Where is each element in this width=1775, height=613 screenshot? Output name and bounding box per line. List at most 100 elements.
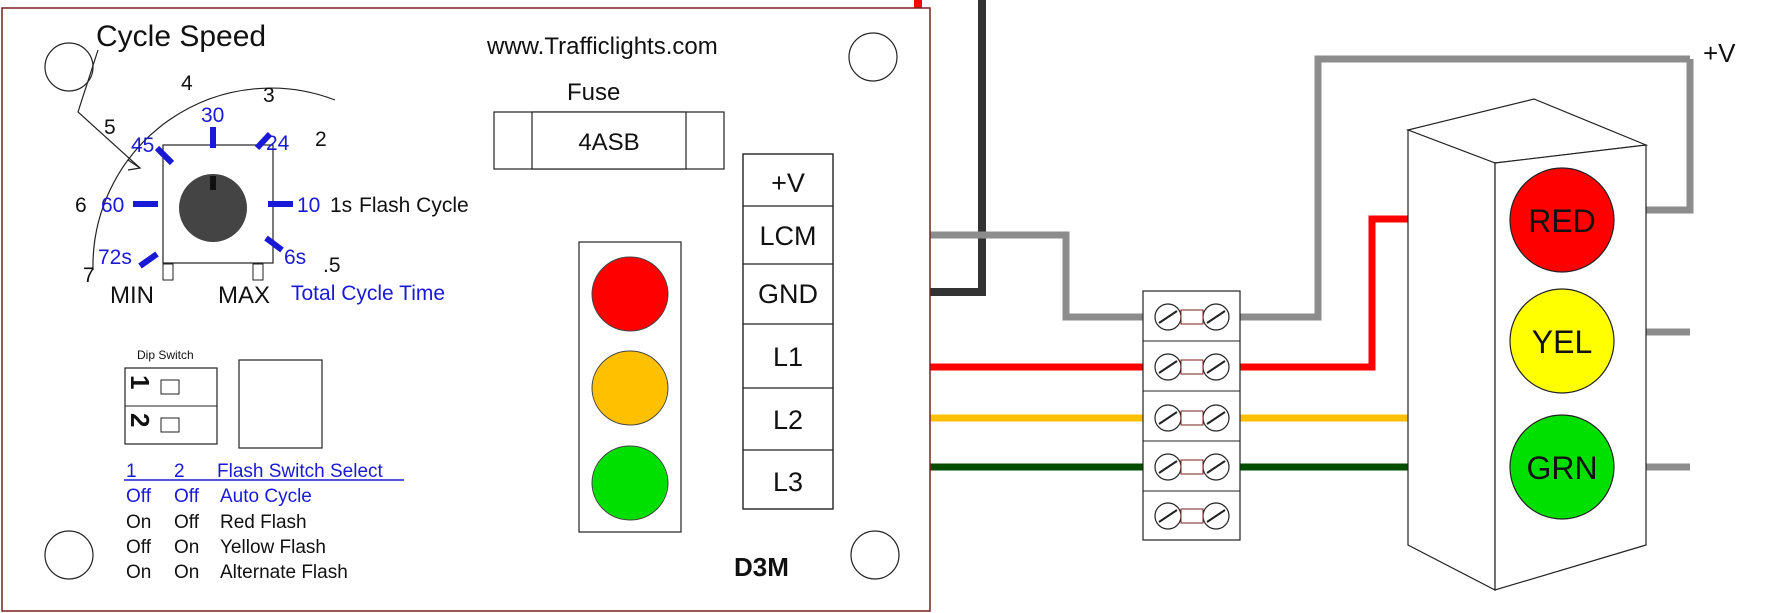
flash-header-desc: Flash Switch Select — [217, 461, 384, 482]
mounting-hole — [848, 32, 898, 82]
knob-indicator — [210, 176, 216, 190]
outer-scale-4: 4 — [181, 72, 193, 95]
screw-slot — [1206, 310, 1226, 324]
board-model: D3M — [734, 552, 789, 582]
cycle-speed-title: Cycle Speed — [96, 20, 266, 53]
dip-toggle-2[interactable] — [160, 417, 180, 433]
preview-yellow-lamp — [591, 350, 669, 426]
mounting-hole — [44, 530, 94, 580]
outer-arc — [92, 87, 336, 271]
preview-red-lamp — [591, 256, 669, 332]
screws — [1154, 303, 1230, 530]
cycle-speed-dial: Cycle Speed 7 6 5 4 3 2 1s Flash Cycle .… — [75, 20, 469, 309]
dip-toggle-1[interactable] — [160, 379, 180, 395]
flash-row-s2: Off — [174, 512, 200, 533]
flash-header-col1: 1 — [126, 461, 137, 482]
signal-yellow-lamp — [1509, 288, 1615, 394]
outer-scale-1s: 1s — [330, 194, 352, 217]
flash-row-s1: On — [126, 562, 151, 583]
signal-red-lamp — [1509, 167, 1615, 273]
terminal-block-frame — [742, 153, 834, 510]
screw-slot — [1158, 509, 1178, 523]
flash-row-desc: Yellow Flash — [220, 537, 326, 558]
outer-scale-3: 3 — [263, 84, 275, 107]
outer-scale-half: .5 — [323, 254, 341, 277]
dip-switch: Dip Switch 1 2 — [124, 348, 323, 449]
inner-scale-6s: 6s — [284, 246, 306, 269]
dip-number-1: 1 — [125, 375, 155, 389]
terminal-link — [1180, 459, 1204, 475]
dip-switch-label-box — [238, 359, 323, 449]
flash-switch-table: 1 2 Flash Switch Select Off Off Auto Cyc… — [124, 461, 404, 583]
terminal-link — [1180, 508, 1204, 524]
inner-scale-72s: 72s — [98, 246, 132, 269]
terminal-link — [1180, 309, 1204, 325]
wire-lcm-gray-out — [1240, 55, 1690, 321]
terminal-l1[interactable]: L1 — [773, 342, 803, 372]
terminal-link — [1180, 410, 1204, 426]
terminal-l2[interactable]: L2 — [773, 405, 803, 435]
wire-lcm-gray — [834, 231, 1143, 321]
screw-slot — [1158, 360, 1178, 374]
flash-row-s2: On — [174, 562, 199, 583]
outer-scale-7: 7 — [83, 264, 95, 287]
inner-scale-10: 10 — [297, 194, 320, 217]
terminal-plus-v[interactable]: +V — [771, 168, 805, 198]
flash-row-s2: On — [174, 537, 199, 558]
signal-green-label: GRN — [1526, 450, 1597, 486]
terminal-link — [1180, 359, 1204, 375]
supply-label: +V — [1703, 38, 1736, 68]
pointer-arrow — [77, 49, 141, 169]
flash-row-s1: On — [126, 512, 151, 533]
screw-slot — [1206, 460, 1226, 474]
terminal-l3[interactable]: L3 — [773, 467, 803, 497]
min-label: MIN — [110, 282, 154, 309]
signal-green-lamp — [1509, 414, 1615, 520]
pot-pin — [252, 263, 264, 281]
signal-red-label: RED — [1528, 203, 1596, 239]
fuse-value: 4ASB — [578, 129, 639, 156]
flash-row-s1: Off — [126, 486, 152, 507]
max-label: MAX — [218, 282, 270, 309]
flash-header-col2: 2 — [174, 461, 185, 482]
signal-head-side — [1407, 129, 1496, 591]
flash-row-s2: Off — [174, 486, 200, 507]
website-url: www.Trafficlights.com — [486, 33, 718, 60]
signal-head: RED YEL GRN — [1405, 98, 1649, 591]
board-signal-preview — [578, 241, 682, 533]
inner-scale-30: 30 — [201, 104, 224, 127]
mounting-hole — [850, 530, 900, 580]
pointer-arrowhead — [127, 159, 142, 171]
inner-scale-60: 60 — [101, 194, 124, 217]
pot-pin — [162, 263, 174, 281]
screw-slot — [1158, 310, 1178, 324]
dip-switch-title: Dip Switch — [137, 348, 194, 362]
terminal-lcm[interactable]: LCM — [759, 221, 816, 251]
screw-slot — [1158, 411, 1178, 425]
speed-knob[interactable] — [179, 174, 247, 242]
screw-slot — [1206, 411, 1226, 425]
outer-caption: Flash Cycle — [359, 194, 469, 217]
wire-return-gray — [1625, 59, 1694, 214]
preview-green-lamp — [591, 445, 669, 521]
fuse-label: Fuse — [567, 79, 620, 106]
screw-slot — [1206, 509, 1226, 523]
flash-row-s1: Off — [126, 537, 152, 558]
screw-slot — [1206, 360, 1226, 374]
outer-scale-6: 6 — [75, 194, 87, 217]
inner-scale-24: 24 — [266, 132, 290, 155]
outer-scale-2: 2 — [315, 128, 327, 151]
terminal-block: +V LCM GND L1 L2 L3 — [742, 153, 834, 510]
inner-scale-45: 45 — [131, 134, 154, 157]
flash-row-desc: Alternate Flash — [220, 562, 348, 583]
outer-scale-5: 5 — [104, 116, 116, 139]
mounting-hole — [44, 42, 94, 92]
screw-slot — [1158, 460, 1178, 474]
terminal-gnd[interactable]: GND — [758, 279, 818, 309]
fuse-element — [531, 111, 687, 170]
flash-row-desc: Auto Cycle — [220, 486, 312, 507]
dial-ticks — [133, 127, 293, 269]
screw-terminal-strip — [1142, 290, 1241, 541]
signal-yellow-label: YEL — [1532, 324, 1592, 360]
